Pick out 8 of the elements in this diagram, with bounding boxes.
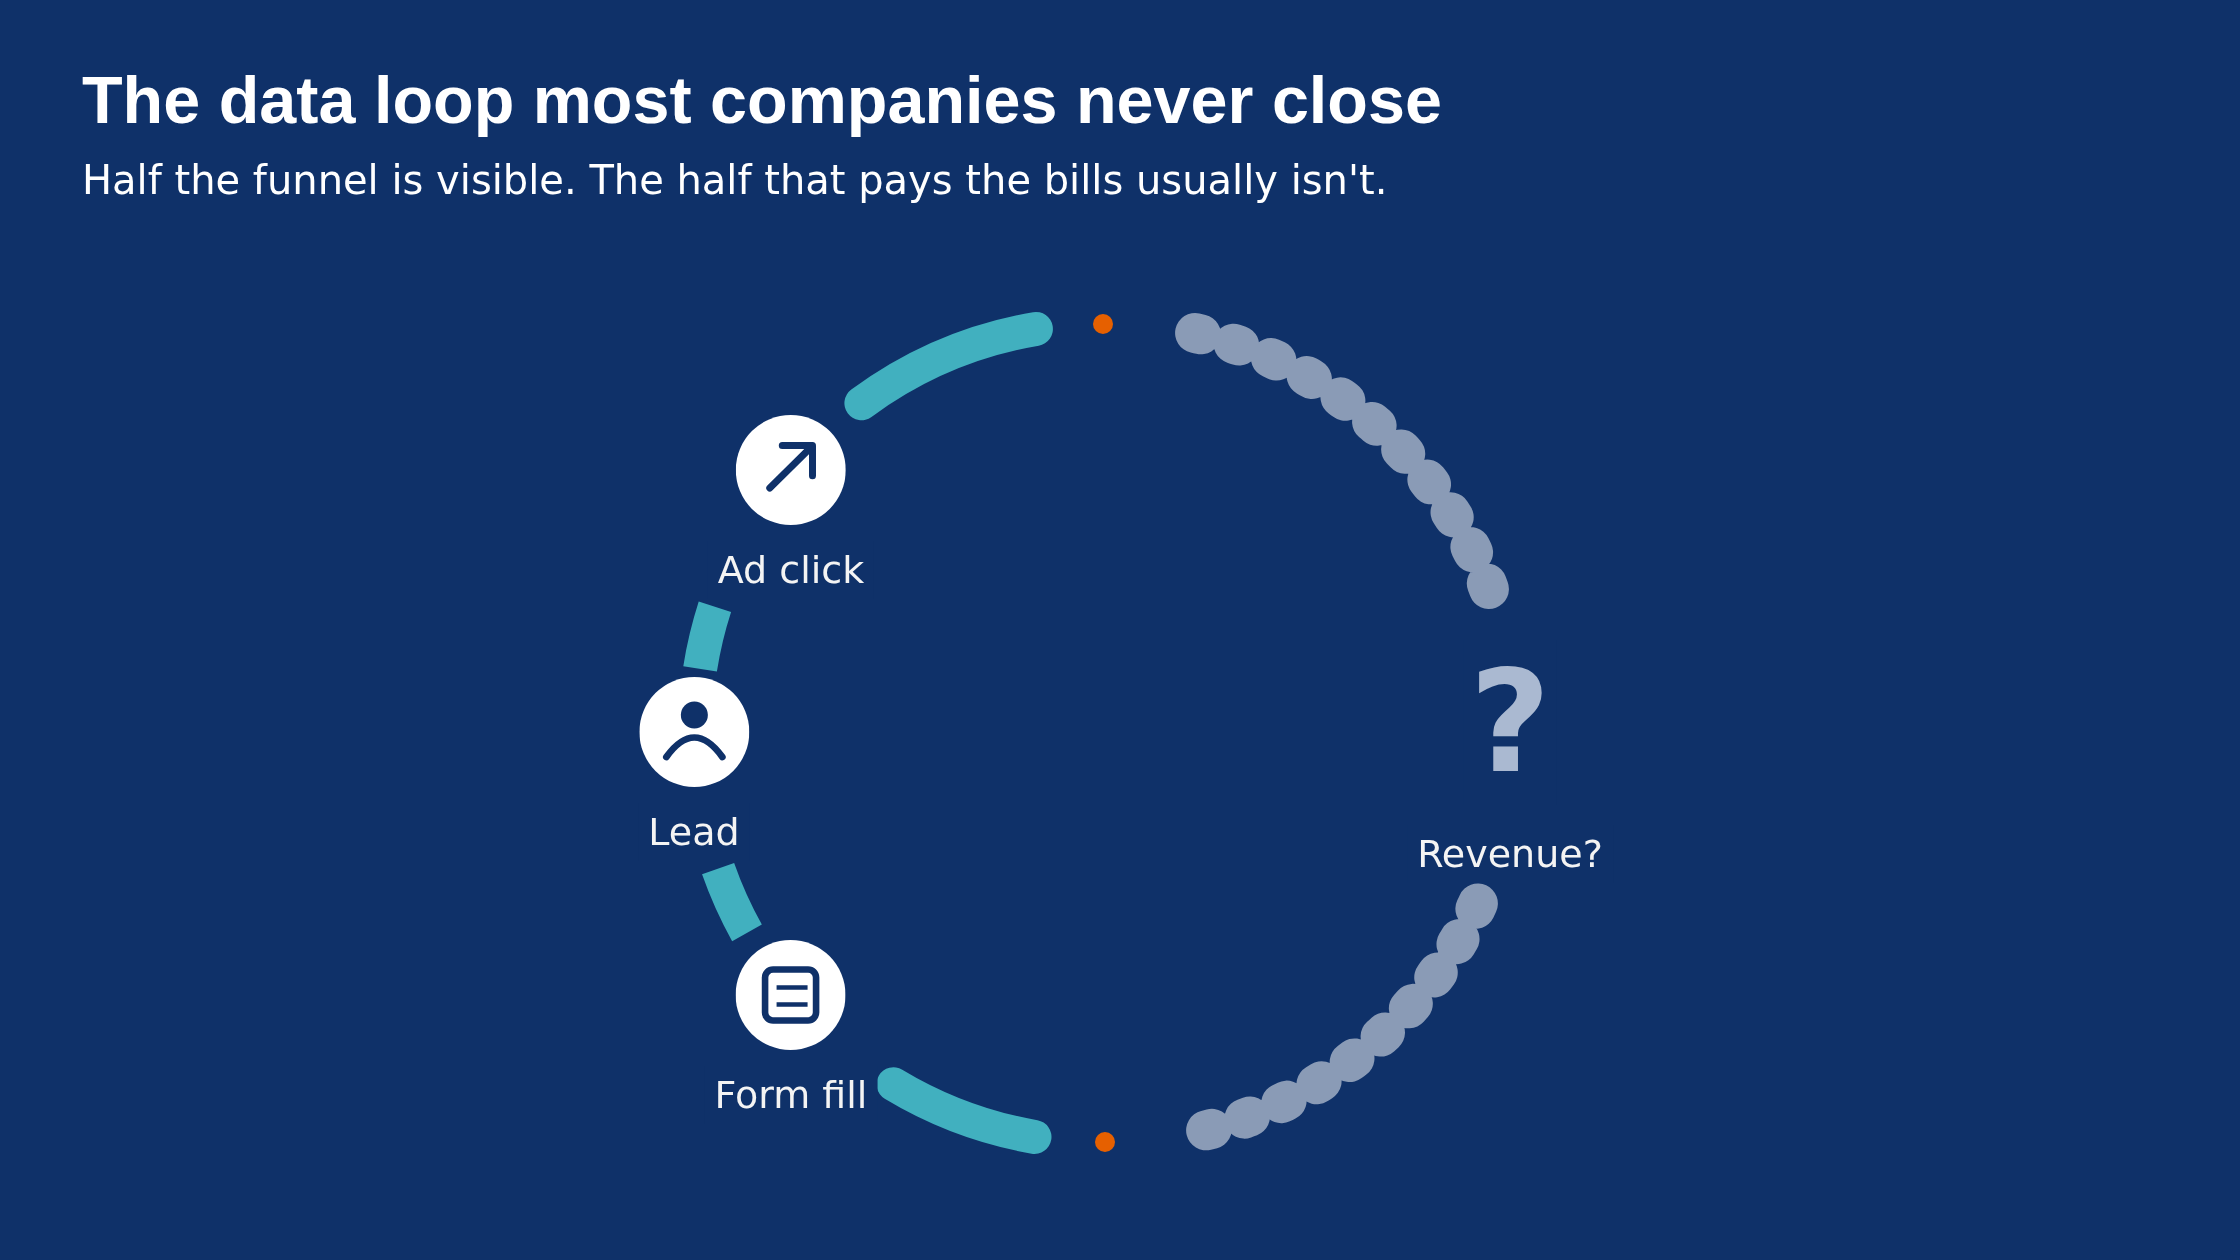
arc-connector: [702, 862, 762, 941]
arc-connector: [876, 1067, 1052, 1154]
arc-connector: [683, 601, 732, 672]
arc-connector: [844, 311, 1053, 421]
dot-icon: [1095, 1132, 1115, 1152]
dot-icon: [1093, 314, 1113, 334]
title: The data loop most companies never close: [82, 62, 1442, 139]
subtitle: Half the funnel is visible. The half that pays the bills usually isn't.: [82, 156, 1388, 205]
